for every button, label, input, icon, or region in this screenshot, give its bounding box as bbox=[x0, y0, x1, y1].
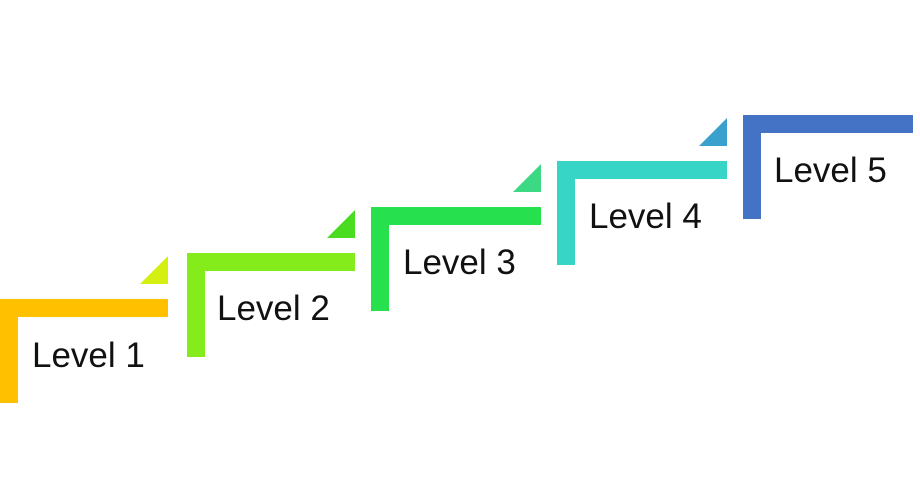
step-accent-triangle-1 bbox=[140, 256, 168, 284]
step-label-3: Level 3 bbox=[403, 243, 516, 282]
step-accent-triangle-3 bbox=[513, 164, 541, 192]
step-bracket-2 bbox=[187, 253, 355, 357]
step-accent-triangle-4 bbox=[699, 118, 727, 146]
step-label-4: Level 4 bbox=[589, 197, 702, 236]
step-label-2: Level 2 bbox=[217, 289, 330, 328]
step-bracket-1 bbox=[0, 299, 168, 403]
step-label-5: Level 5 bbox=[774, 151, 887, 190]
step-accent-triangle-2 bbox=[327, 210, 355, 238]
step-bracket-3 bbox=[371, 207, 541, 311]
step-label-1: Level 1 bbox=[32, 336, 145, 375]
step-bracket-5 bbox=[743, 115, 913, 219]
step-bracket-4 bbox=[557, 161, 727, 265]
